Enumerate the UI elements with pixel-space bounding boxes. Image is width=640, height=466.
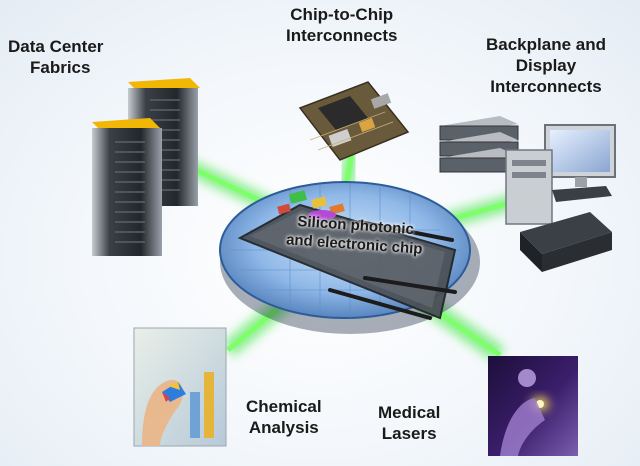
- label-medical-line2: Lasers: [381, 424, 437, 443]
- label-medical-line1: Medical: [378, 403, 441, 422]
- label-chip-to-chip-line2: Interconnects: [286, 26, 398, 45]
- chip-components: [277, 190, 345, 220]
- computer-equipment-icon: [439, 116, 616, 272]
- label-chemical-line2: Analysis: [248, 418, 319, 437]
- label-data-center-line2: Fabrics: [30, 58, 91, 77]
- fiber-leads: [328, 220, 457, 320]
- label-backplane-line2: Display: [515, 56, 577, 75]
- label-backplane-display-interconnects: Backplane and Display Interconnects: [486, 34, 606, 97]
- label-data-center-fabrics: Data Center Fabrics: [8, 36, 103, 78]
- label-chemical-line1: Chemical: [246, 397, 322, 416]
- label-chip-to-chip-interconnects: Chip-to-Chip Interconnects: [286, 4, 397, 46]
- network-router: [520, 212, 612, 272]
- label-chemical-analysis: Chemical Analysis: [246, 396, 322, 438]
- keyboard: [552, 186, 612, 202]
- circuit-board-icon: [298, 81, 410, 161]
- silicon-chip-illustration: [219, 181, 480, 334]
- label-data-center-line1: Data Center: [8, 37, 104, 56]
- label-chip-to-chip-line1: Chip-to-Chip: [290, 5, 394, 24]
- rack-servers: [439, 116, 519, 173]
- label-backplane-line3: Interconnects: [490, 77, 602, 96]
- medical-lasers-image: [488, 356, 578, 456]
- label-medical-lasers: Medical Lasers: [378, 402, 440, 444]
- chemical-analysis-image: [133, 327, 227, 447]
- label-backplane-line1: Backplane and: [486, 35, 606, 54]
- server-racks-icon: [92, 78, 200, 256]
- tower-computer: [505, 149, 553, 225]
- server-rack-front: [92, 118, 162, 256]
- desktop-monitor: [544, 124, 616, 187]
